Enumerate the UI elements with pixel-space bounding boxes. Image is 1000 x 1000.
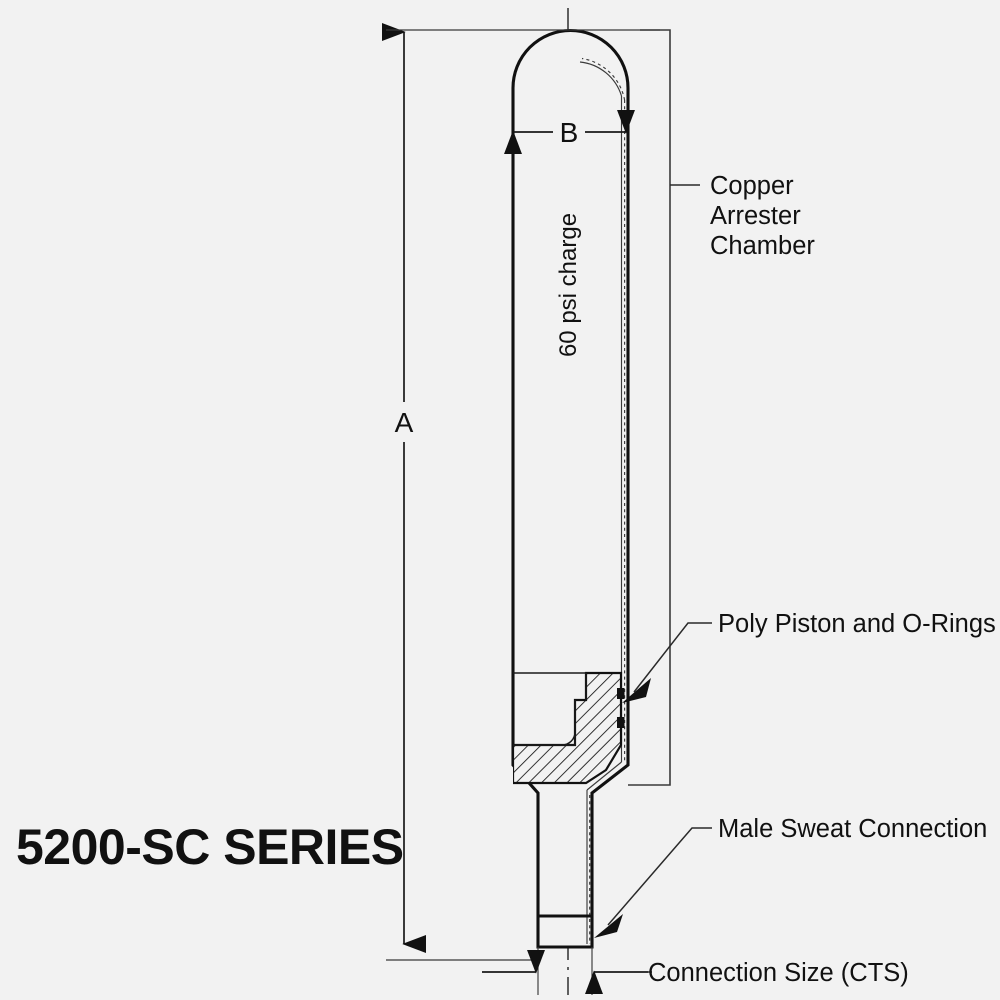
connection-size-label: Connection Size (CTS) xyxy=(648,959,909,987)
poly-piston-assembly xyxy=(513,671,625,785)
dimension-a-overall-length: A xyxy=(381,22,660,961)
dimension-a-label: A xyxy=(395,407,414,438)
piston-label: Poly Piston and O-Rings xyxy=(718,610,996,638)
chamber-wall-thickness-lines xyxy=(579,61,623,944)
dimension-connection-size: Connection Size (CTS) xyxy=(482,947,909,995)
o-ring-lower xyxy=(617,717,625,728)
copper-arrester-chamber-callout: Copper Arrester Chamber xyxy=(628,29,815,786)
sweat-connection-callout: Male Sweat Connection xyxy=(594,815,987,938)
chamber-label-line-1: Copper xyxy=(710,172,794,200)
piston-leader-arrowhead xyxy=(622,678,651,703)
sweat-leader-arrowhead xyxy=(594,914,623,938)
drawing-title-group: 5200-SC SERIES xyxy=(16,819,404,875)
chamber-label-line-2: Arrester xyxy=(710,202,801,230)
wall-section-ticks xyxy=(581,57,626,944)
o-ring-upper xyxy=(617,688,625,699)
sweat-connection-label: Male Sweat Connection xyxy=(718,815,987,843)
piston-callout: Poly Piston and O-Rings xyxy=(622,610,996,703)
charge-annotation: 60 psi charge xyxy=(555,213,582,357)
charge-label: 60 psi charge xyxy=(555,213,582,357)
dimension-b-chamber-diameter: B xyxy=(503,109,636,155)
chamber-label-line-3: Chamber xyxy=(710,232,815,260)
dimension-b-label: B xyxy=(560,117,579,148)
page-title: 5200-SC SERIES xyxy=(16,819,404,875)
